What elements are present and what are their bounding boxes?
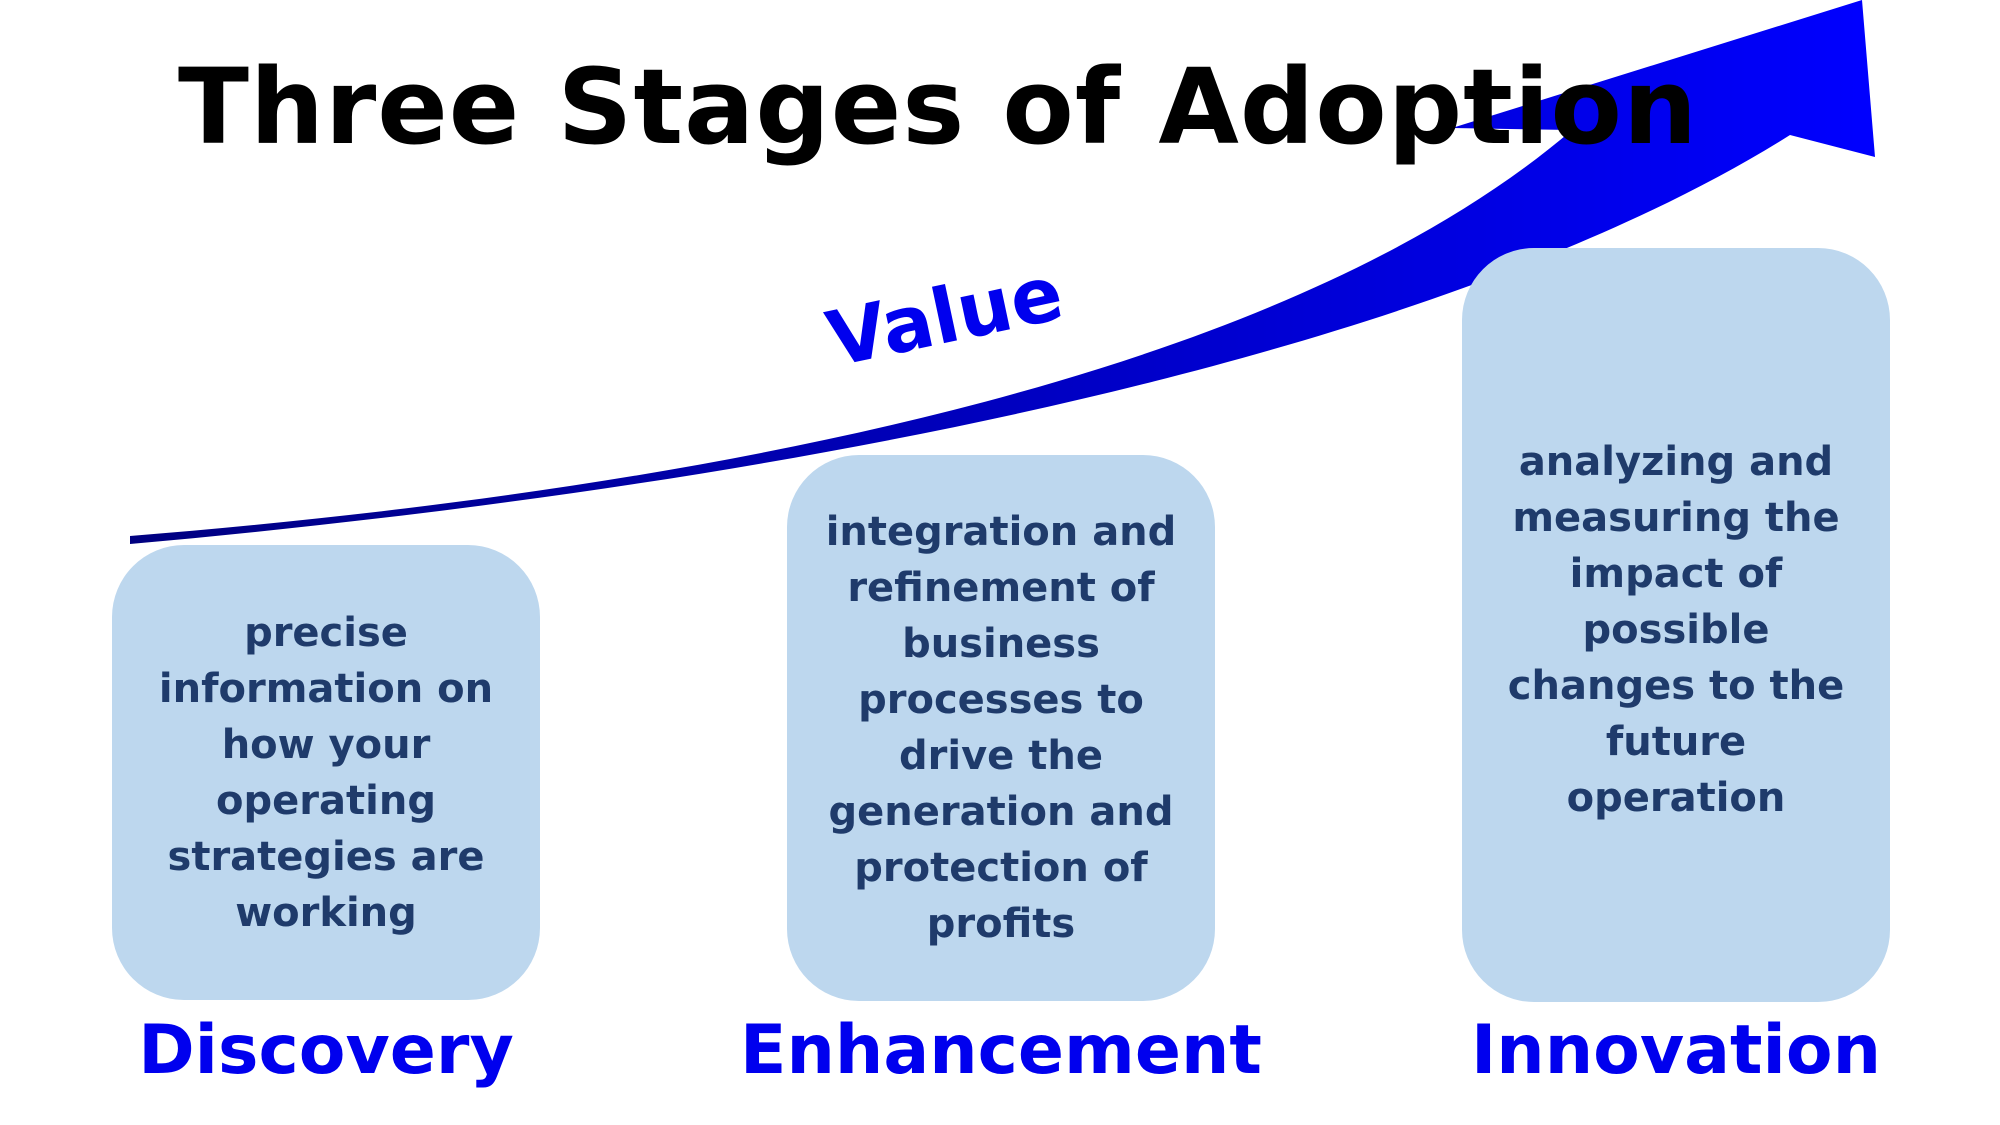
stage-name-innovation: Innovation (1471, 1011, 1881, 1090)
arrow-body (130, 0, 1875, 544)
stage-description: integration and refinement of business p… (825, 509, 1177, 947)
stage-box-discovery: precise information on how your operatin… (112, 545, 540, 1000)
stage-name-discovery: Discovery (138, 1011, 514, 1090)
stage-name-enhancement: Enhancement (740, 1011, 1262, 1090)
stage-description: precise information on how your operatin… (158, 609, 494, 936)
stage-description: analyzing and measuring the impact of po… (1507, 439, 1845, 821)
stage-box-enhancement: integration and refinement of business p… (787, 455, 1215, 1001)
page-title: Three Stages of Adoption (178, 46, 1699, 168)
stage-box-innovation: analyzing and measuring the impact of po… (1462, 248, 1890, 1002)
